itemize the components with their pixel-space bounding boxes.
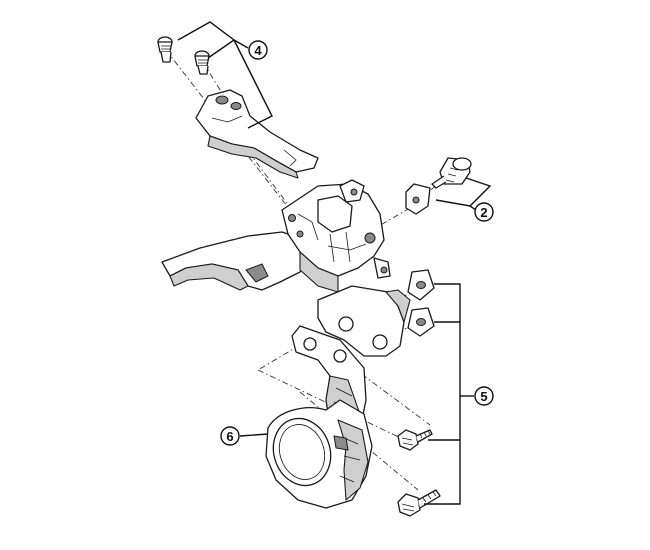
callout-2-label: 2: [480, 205, 487, 220]
chain-guide-ring: [265, 399, 373, 509]
clamp-screw-2: [194, 50, 210, 75]
mounting-screw-2: [397, 489, 441, 517]
mounting-screw-1: [397, 429, 433, 451]
stopper-plate: [405, 183, 431, 215]
callout-4: 4: [248, 40, 268, 60]
callout-5: 5: [474, 386, 494, 406]
derailleur-body: [161, 179, 411, 357]
spacer-washer-2: [407, 307, 435, 337]
callout-6: 6: [220, 426, 240, 446]
callout-5-bracket: [424, 283, 474, 505]
clamp-screw-1: [157, 36, 173, 63]
callout-6-label: 6: [226, 429, 233, 444]
clamp-band: [195, 89, 319, 173]
callout-6-leader: [239, 433, 269, 437]
callout-4-bracket: [177, 21, 273, 129]
spacer-washer-1: [407, 269, 435, 301]
callout-4-label: 4: [254, 43, 262, 58]
cable-fixing-bolt: [431, 157, 472, 189]
callout-2: 2: [474, 202, 494, 222]
callout-5-label: 5: [480, 389, 487, 404]
clamp-band-assembly: [157, 36, 319, 179]
